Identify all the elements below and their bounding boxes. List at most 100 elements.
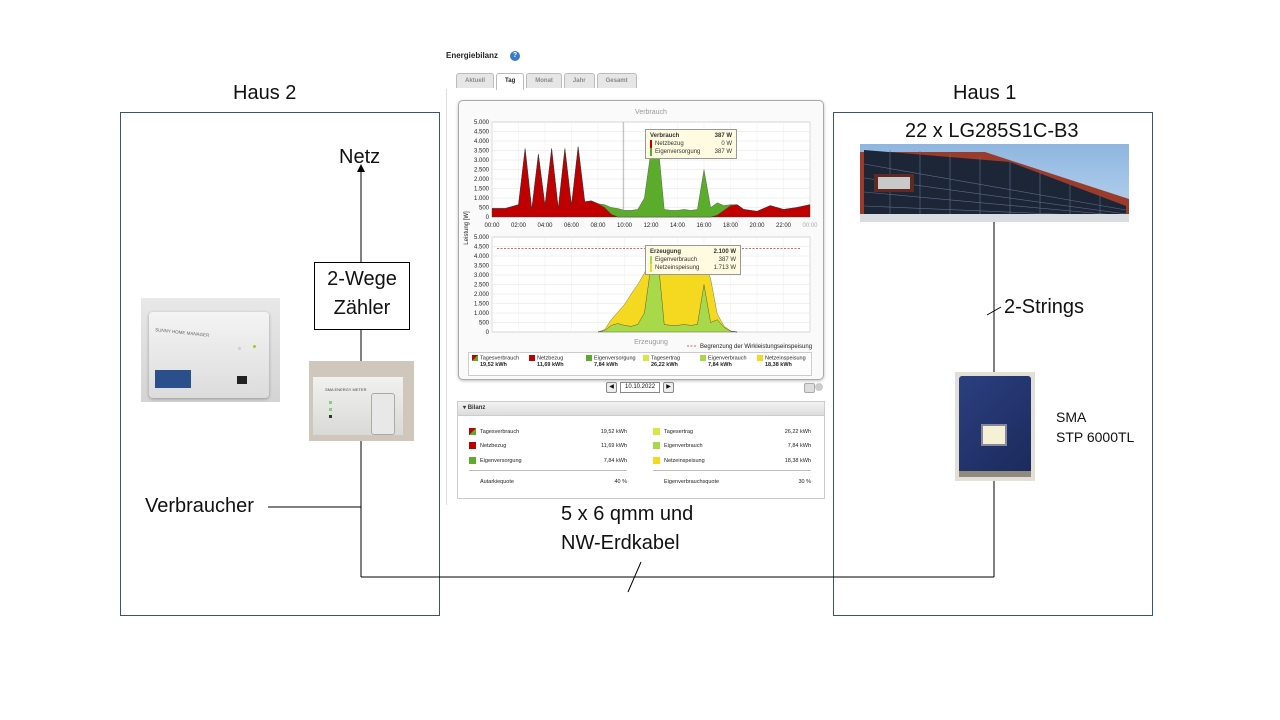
- legend-value: 7,84 kWh: [708, 362, 732, 369]
- energy-meter-led: [329, 415, 332, 418]
- meter-label-line1: 2-Wege: [327, 268, 397, 290]
- meter-label-box: 2-Wege Zähler: [314, 262, 410, 330]
- bilanz-row: Netzeinspeisung 18,38 kWh: [653, 456, 811, 466]
- bilanz-value: 26,22 kWh: [784, 429, 811, 435]
- y-tick-label: 4.000: [474, 139, 490, 145]
- home-manager-photo: SUNNY HOME MANAGER: [141, 298, 280, 402]
- legend-value: 18,38 kWh: [765, 362, 792, 369]
- tooltip-row-value: 1.713 W: [713, 265, 736, 271]
- legend-swatch: [643, 355, 649, 361]
- legend-swatch: [472, 355, 478, 361]
- legend-label: Eigenverbrauch: [708, 355, 747, 362]
- bilanz-label: Eigenversorgung: [480, 458, 522, 464]
- energy-meter-led: [329, 401, 332, 404]
- legend-label: Tagesverbrauch: [480, 355, 520, 362]
- haus1-box: [833, 112, 1153, 616]
- tab-monat[interactable]: Monat: [526, 73, 562, 88]
- panels-label: 22 x LG285S1C-B3: [905, 120, 1079, 142]
- x-tick-label: 14:00: [670, 223, 686, 229]
- bilanz-swatch: [653, 442, 660, 450]
- y-tick-label: 4.500: [474, 130, 490, 136]
- tab-aktuell[interactable]: Aktuell: [456, 73, 495, 88]
- y-tick-label: 2.000: [474, 177, 490, 183]
- cable-label-line2: NW-Erdkabel: [561, 532, 680, 554]
- bilanz-row: Tagesverbrauch 19,52 kWh: [469, 427, 627, 437]
- x-tick-label: 06:00: [564, 223, 580, 229]
- legend-swatch: [700, 355, 706, 361]
- cable-label: 5 x 6 qmm und NW-Erdkabel: [561, 500, 693, 558]
- bilanz-label: Eigenverbrauch: [664, 443, 703, 449]
- chart-title: Verbrauch: [635, 109, 667, 116]
- bilanz-value: 19,52 kWh: [600, 429, 627, 435]
- bilanz-row: Eigenversorgung 7,84 kWh: [469, 456, 627, 466]
- bilanz-header[interactable]: ▾ Bilanz: [458, 402, 824, 416]
- energy-meter-photo: SMA ENERGY METER: [309, 361, 414, 441]
- tooltip-head-value: 387 W: [714, 133, 732, 139]
- tab-gesamt[interactable]: Gesamt: [596, 73, 637, 88]
- y-tick-label: 1.500: [474, 187, 490, 193]
- legend-value: 26,22 kWh: [651, 362, 678, 369]
- bilanz-value: 7,84 kWh: [603, 458, 627, 464]
- legend-label: Netzbezug: [537, 355, 564, 362]
- x-tick-label: 00:00: [484, 223, 500, 229]
- tooltip-row-value: 387 W: [718, 257, 736, 263]
- inverter-base: [959, 471, 1031, 477]
- next-day-button[interactable]: ▶: [663, 382, 675, 393]
- meter-label-line2: Zähler: [333, 297, 391, 319]
- eigenverbrauchsquote-label: Eigenverbrauchsquote: [664, 479, 720, 485]
- y-tick-label: 1.500: [474, 302, 490, 308]
- legend-label: Netzeinspeisung: [765, 355, 806, 362]
- bilanz-label: Netzbezug: [480, 443, 507, 449]
- tooltip-row-value: 0 W: [721, 141, 732, 147]
- eigenverbrauchsquote-value: 30 %: [798, 479, 811, 485]
- x-tick-label: 22:00: [776, 223, 792, 229]
- x-tick-label: 18:00: [723, 223, 739, 229]
- y-tick-label: 2.000: [474, 292, 490, 298]
- y-axis-label: Leistung [W]: [464, 211, 470, 245]
- y-tick-label: 3.500: [474, 149, 490, 155]
- refresh-icon[interactable]: [815, 383, 823, 391]
- network-cable: [371, 393, 395, 435]
- bilanz-swatch: [653, 428, 660, 436]
- date-field[interactable]: 10.10.2022: [620, 382, 661, 393]
- home-manager-sticker: [155, 370, 191, 388]
- bilanz-divider: [469, 470, 627, 471]
- legend-label: Eigenversorgung: [594, 355, 636, 362]
- tab-tag[interactable]: Tag: [496, 73, 525, 90]
- date-navigator: ◀ 10.10.2022 ▶: [606, 382, 675, 393]
- x-tick-label: 10:00: [617, 223, 633, 229]
- x-tick-label: 00:00: [802, 223, 818, 229]
- inverter-label: SMA STP 6000TL: [1056, 407, 1134, 447]
- export-icon[interactable]: [804, 383, 815, 393]
- tab-jahr[interactable]: Jahr: [563, 73, 595, 88]
- bilanz-label: Netzeinspeisung: [664, 458, 705, 464]
- bilanz-label: Tagesertrag: [664, 429, 694, 435]
- inverter-display: [981, 424, 1007, 446]
- tooltip-row-label: Eigenversorgung: [650, 148, 700, 156]
- bilanz-title: Bilanz: [467, 405, 486, 411]
- legend-label: Tagesertrag: [651, 355, 681, 362]
- bilanz-label: Tagesverbrauch: [480, 429, 520, 435]
- prev-day-button[interactable]: ◀: [606, 382, 617, 393]
- legend-value: 11,69 kWh: [537, 362, 564, 369]
- solar-roof-drawing: [860, 150, 1129, 222]
- legend-swatch: [586, 355, 592, 361]
- bilanz-value: 7,84 kWh: [787, 443, 811, 449]
- y-tick-label: 500: [479, 321, 490, 327]
- help-icon[interactable]: ?: [510, 51, 520, 61]
- bilanz-swatch: [469, 428, 476, 436]
- y-tick-label: 4.500: [474, 245, 490, 251]
- panel-title: Energiebilanz: [446, 51, 499, 60]
- autarkie-label: Autarkiequote: [480, 479, 514, 485]
- bilanz-value: 18,38 kWh: [784, 458, 811, 464]
- solar-roof-photo: [860, 144, 1129, 222]
